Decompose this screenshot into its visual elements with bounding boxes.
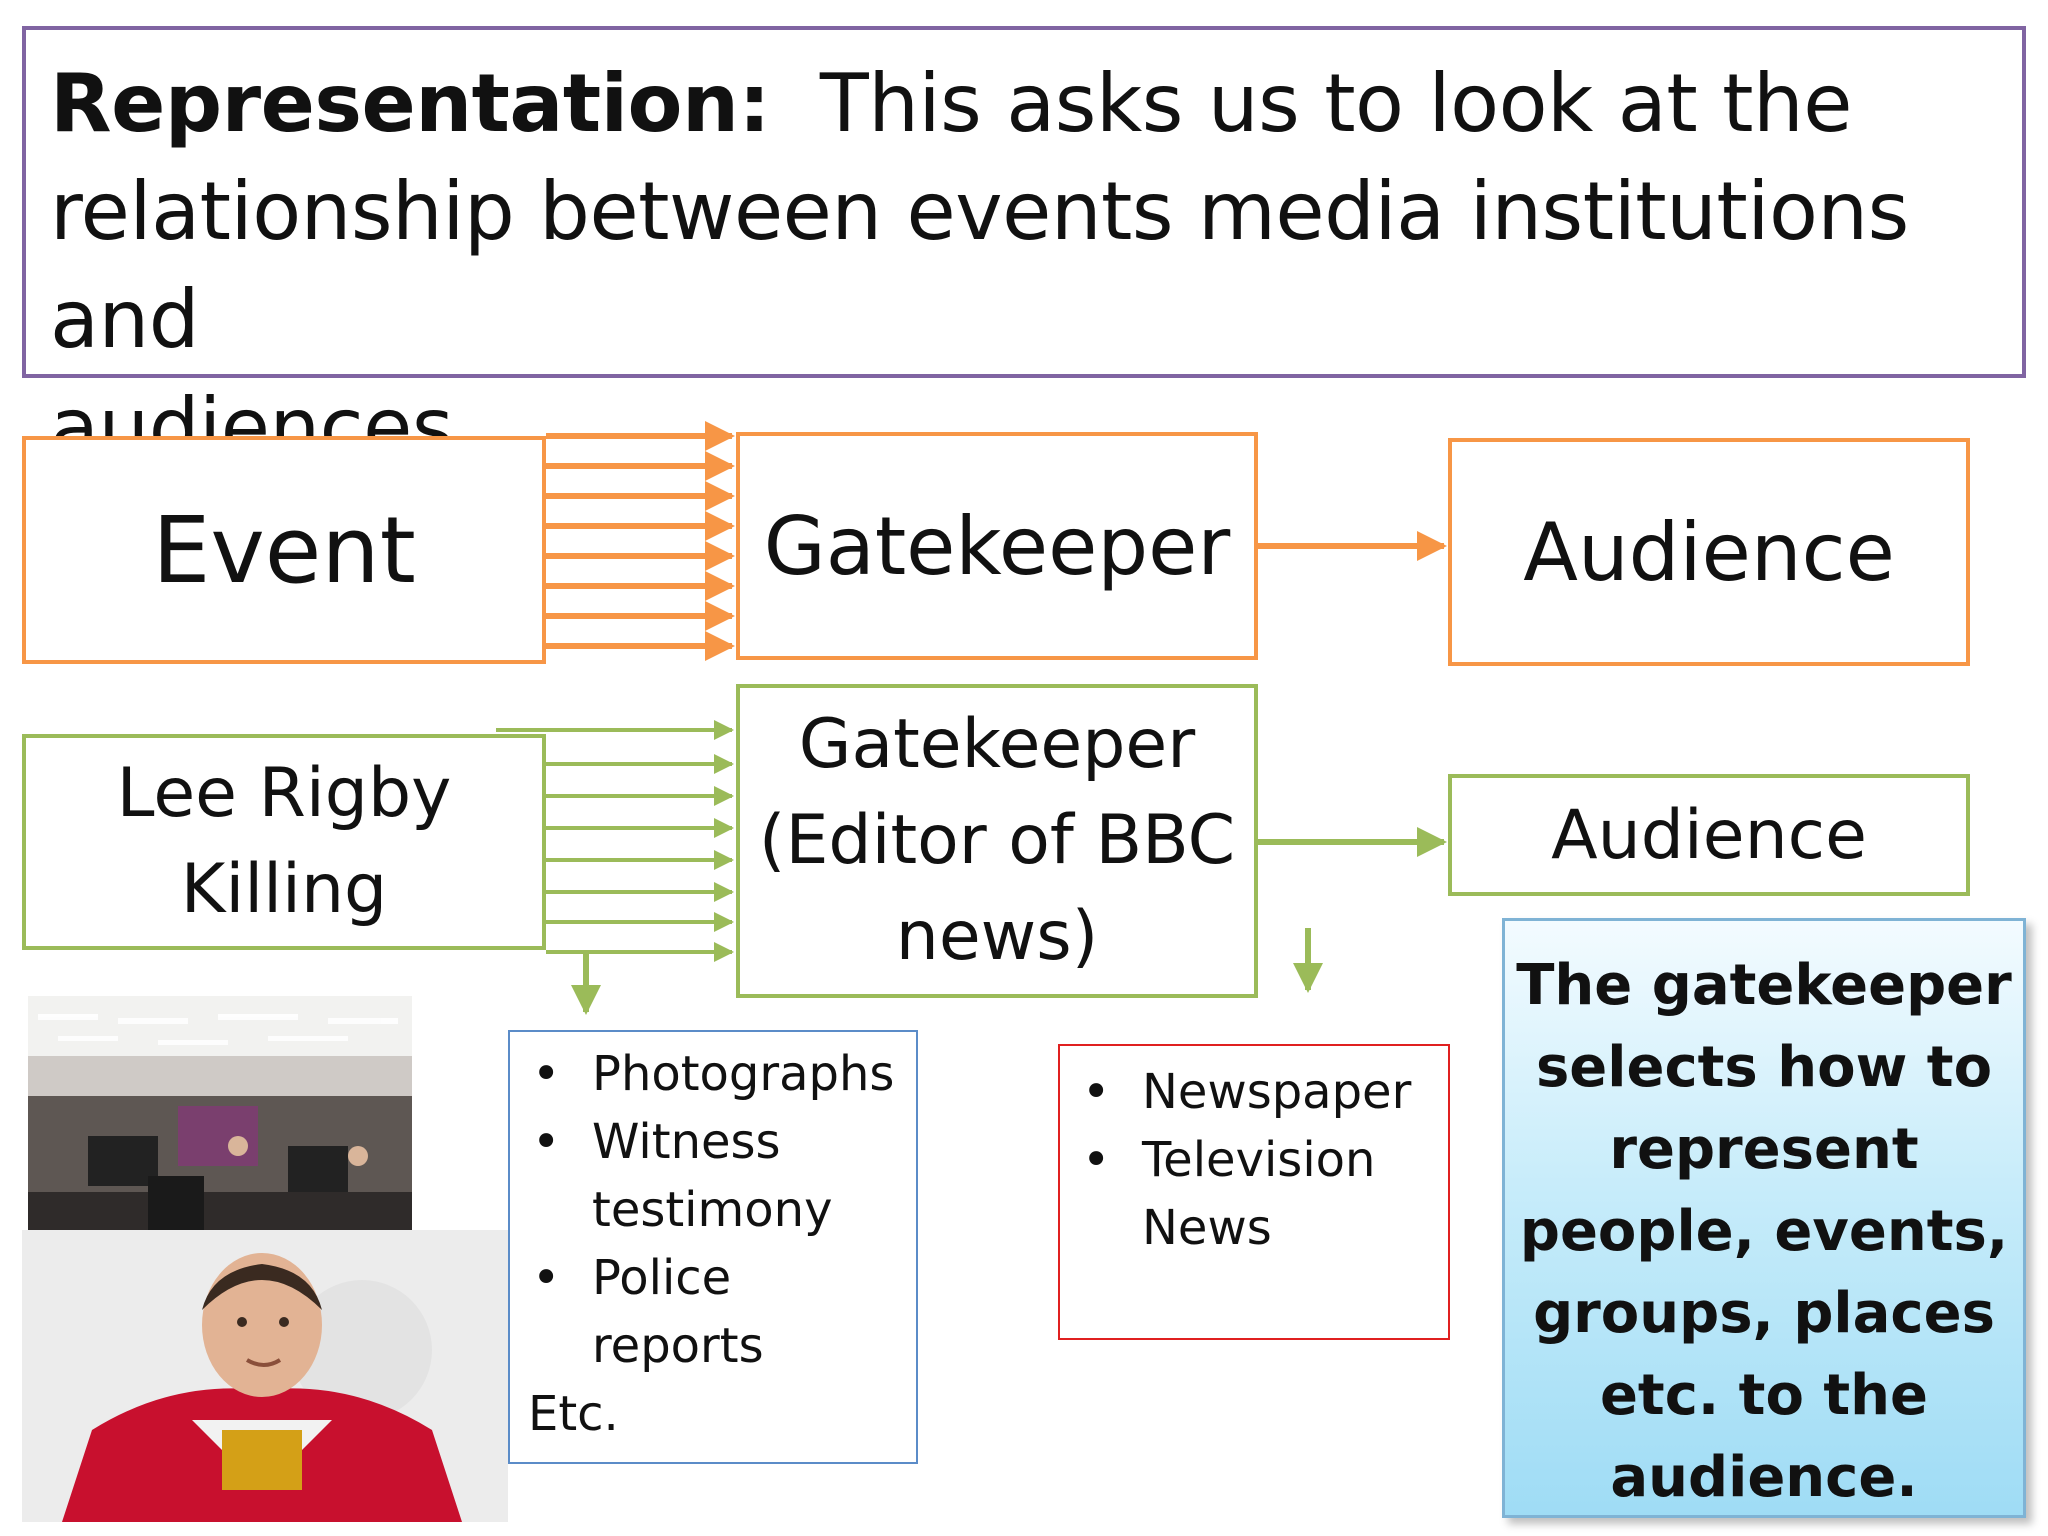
title-box: Representation: This asks us to look at … — [22, 26, 2026, 474]
audience-label-2: Audience — [1551, 795, 1867, 875]
sources-item: Photographs — [528, 1040, 906, 1108]
explanation-line: etc. to the — [1599, 1363, 1929, 1428]
gatekeeper-box: Gatekeeper — [736, 432, 1258, 660]
audience-label: Audience — [1523, 505, 1895, 599]
explanation-line: selects how to — [1535, 1035, 1993, 1100]
title-line-1: Representation: This asks us to look at … — [50, 50, 1998, 158]
event-label: Event — [152, 496, 416, 604]
sources-list: Photographs Witness testimony Police rep… — [528, 1040, 906, 1380]
explanation-line: people, events, — [1519, 1199, 2009, 1264]
audience-box: Audience — [1448, 438, 1970, 666]
explanation-line: The gatekeeper — [1516, 953, 2012, 1018]
title-line-2: relationship between events media instit… — [50, 165, 1909, 366]
title-text-1: This asks us to look at the — [819, 57, 1853, 150]
media-list: Newspaper Television News — [1078, 1058, 1438, 1262]
explanation-line: audience. — [1610, 1445, 1918, 1510]
sources-box: Photographs Witness testimony Police rep… — [508, 1030, 918, 1464]
event-to-gatekeeper-arrows — [546, 421, 735, 661]
explanation-line: groups, places — [1533, 1281, 1995, 1346]
newsroom-illustration — [28, 996, 412, 1232]
title-bold-label: Representation: — [50, 57, 770, 150]
gatekeeper-label: Gatekeeper — [763, 499, 1231, 593]
lee-rigby-line-2: Killing — [180, 850, 388, 929]
explanation-line: represent — [1609, 1117, 1919, 1182]
lee-rigby-box: Lee Rigby Killing — [22, 734, 546, 950]
newsroom-photo — [28, 996, 412, 1232]
audience-box-2: Audience — [1448, 774, 1970, 896]
soldier-photo — [22, 1230, 508, 1522]
gatekeeper-editor-line-3: news) — [895, 897, 1099, 976]
lee-rigby-to-gatekeeper-arrows — [496, 720, 734, 962]
media-item: Newspaper — [1078, 1058, 1438, 1126]
media-box: Newspaper Television News — [1058, 1044, 1450, 1340]
sources-item: Witness testimony — [528, 1108, 906, 1244]
sources-etc: Etc. — [528, 1386, 619, 1442]
gatekeeper-editor-box: Gatekeeper (Editor of BBC news) — [736, 684, 1258, 998]
soldier-portrait-illustration — [22, 1230, 508, 1522]
event-box: Event — [22, 436, 546, 664]
media-item: Television News — [1078, 1126, 1438, 1262]
sources-item: Police reports — [528, 1244, 906, 1380]
explanation-box: The gatekeeper selects how to represent … — [1502, 918, 2026, 1518]
lee-rigby-line-1: Lee Rigby — [116, 754, 452, 833]
gatekeeper-editor-line-1: Gatekeeper — [798, 705, 1196, 784]
gatekeeper-editor-line-2: (Editor of BBC — [758, 801, 1236, 880]
